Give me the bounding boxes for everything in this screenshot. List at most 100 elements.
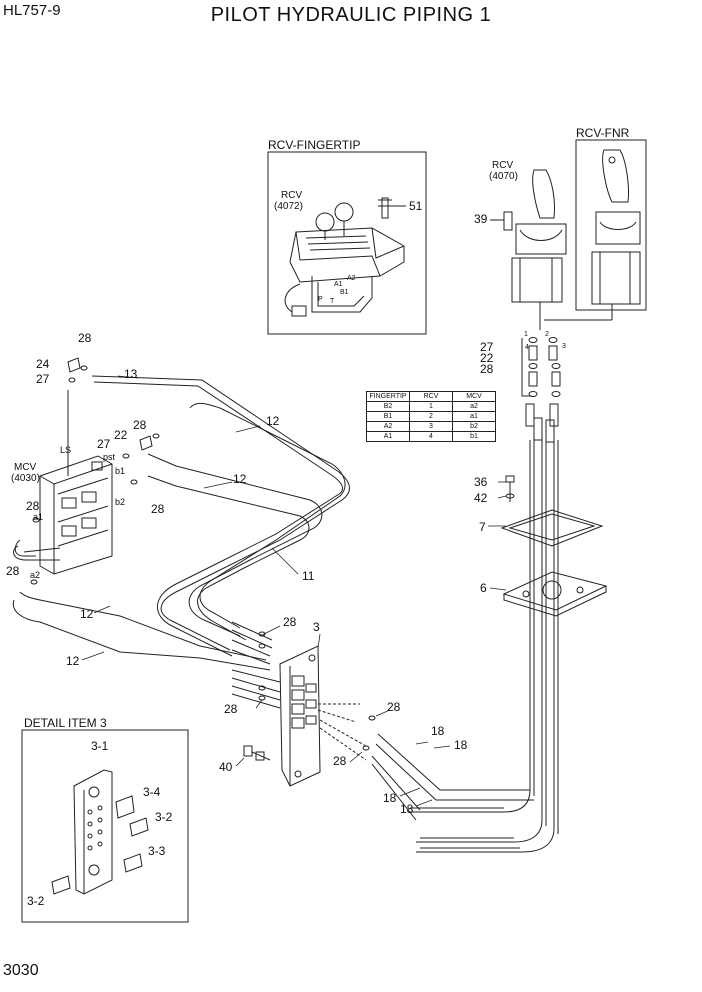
table-row: B1 2 a1 xyxy=(366,411,496,422)
rcv-fnr-lever xyxy=(544,149,641,321)
callout-3-2: 3-2 xyxy=(27,894,45,908)
port-ls: LS xyxy=(60,445,72,455)
rcv-fnr-box xyxy=(575,139,647,311)
callout-27: 27 xyxy=(97,437,111,451)
table-header: MCV xyxy=(452,391,496,402)
table-cell: b1 xyxy=(452,431,496,442)
port-b2: b2 xyxy=(115,497,126,507)
page-title: PILOT HYDRAULIC PIPING 1 xyxy=(210,4,492,26)
callout-28: 28 xyxy=(387,700,401,714)
table-cell: 3 xyxy=(409,421,453,432)
callout-3-1: 3-1 xyxy=(91,739,109,753)
rcv-lever-code: (4070) xyxy=(489,171,518,182)
rcv-fingertip-code: (4072) xyxy=(274,201,303,212)
callout-6: 6 xyxy=(480,581,487,595)
callout-3-3: 3-3 xyxy=(148,844,166,858)
callout-12: 12 xyxy=(66,654,80,668)
port-a2: a2 xyxy=(30,570,41,580)
callout-18: 18 xyxy=(383,791,397,805)
rcv-fingertip-label: RCV xyxy=(281,190,303,201)
mcv-valve-block xyxy=(39,390,113,575)
page-number: 3030 xyxy=(3,962,39,979)
bolt-40 xyxy=(243,745,271,761)
callout-51: 51 xyxy=(409,199,423,213)
hoses-upper xyxy=(91,375,350,657)
callout-28: 28 xyxy=(78,331,92,345)
port-1: 1 xyxy=(524,331,528,338)
detail-item-3-drawing xyxy=(51,769,149,895)
bracket-7 xyxy=(500,509,604,547)
callout-28: 28 xyxy=(6,564,20,578)
callout-36: 36 xyxy=(474,475,488,489)
mcv-label: MCV xyxy=(14,462,37,473)
table-cell: a1 xyxy=(452,411,496,422)
table-header-row: FINGERTIP RCV MCV xyxy=(366,391,496,402)
callout-28: 28 xyxy=(224,702,238,716)
port-2: 2 xyxy=(545,331,549,338)
callout-3: 3 xyxy=(313,620,320,634)
callout-42: 42 xyxy=(474,491,488,505)
port-a1: a1 xyxy=(33,512,44,522)
table-cell: 4 xyxy=(409,431,453,442)
callout-28: 28 xyxy=(333,754,347,768)
port-fp-p: P xyxy=(318,296,323,303)
table-header: FINGERTIP xyxy=(366,391,410,402)
rcv-fingertip-unit xyxy=(284,197,406,317)
callout-3-2: 3-2 xyxy=(155,810,173,824)
port-fp-a1: A1 xyxy=(334,281,343,288)
leader-lines xyxy=(81,375,507,807)
callout-39: 39 xyxy=(474,212,488,226)
rcv-lever-label: RCV xyxy=(492,160,514,171)
rcv-fittings xyxy=(521,337,561,443)
o-rings xyxy=(30,357,376,751)
table-row: A2 3 b2 xyxy=(366,421,496,432)
rcv-fingertip-title: RCV-FINGERTIP xyxy=(268,138,361,152)
port-fp-t: T xyxy=(330,298,335,305)
callout-40: 40 xyxy=(219,760,233,774)
table-cell: A1 xyxy=(366,431,410,442)
callout-28: 28 xyxy=(133,418,147,432)
callout-28: 28 xyxy=(151,502,165,516)
callout-18: 18 xyxy=(431,724,445,738)
callout-18: 18 xyxy=(454,738,468,752)
callout-27: 27 xyxy=(480,340,494,354)
port-mapping-table: FINGERTIP RCV MCV B2 1 a2 B1 2 a1 A2 3 b… xyxy=(366,391,496,442)
plate-6 xyxy=(502,571,608,617)
detail-item-3-box xyxy=(21,729,189,923)
table-cell: B2 xyxy=(366,401,410,412)
callout-13: 13 xyxy=(124,367,138,381)
table-cell: a2 xyxy=(452,401,496,412)
callout-12: 12 xyxy=(80,607,94,621)
rcv-fnr-title: RCV-FNR xyxy=(576,126,630,140)
callout-22: 22 xyxy=(480,351,494,365)
table-cell: 2 xyxy=(409,411,453,422)
callout-28: 28 xyxy=(26,499,40,513)
manifold-3 xyxy=(231,621,534,821)
mcv-code: (4030) xyxy=(11,473,40,484)
callout-27: 27 xyxy=(36,372,50,386)
table-cell: b2 xyxy=(452,421,496,432)
table-cell: 1 xyxy=(409,401,453,412)
port-fp-b1: B1 xyxy=(340,289,349,296)
model-code: HL757-9 xyxy=(3,2,61,19)
rcv-lever-unit xyxy=(490,169,567,330)
callout-18: 18 xyxy=(400,802,414,816)
table-header: RCV xyxy=(409,391,453,402)
port-fp-a2: A2 xyxy=(347,275,356,282)
callout-24: 24 xyxy=(36,357,50,371)
callout-11: 11 xyxy=(302,569,315,583)
hoses-12-lower xyxy=(12,539,271,671)
callout-12: 12 xyxy=(266,414,280,428)
callout-7: 7 xyxy=(479,520,486,534)
port-4: 4 xyxy=(525,344,529,351)
port-b1: b1 xyxy=(115,466,126,476)
callout-28: 28 xyxy=(283,615,297,629)
table-cell: B1 xyxy=(366,411,410,422)
port-3: 3 xyxy=(562,343,566,350)
detail-item-3-title: DETAIL ITEM 3 xyxy=(24,716,107,730)
callout-22: 22 xyxy=(114,428,128,442)
callout-3-4: 3-4 xyxy=(143,785,161,799)
callout-12: 12 xyxy=(233,472,247,486)
table-row: A1 4 b1 xyxy=(366,431,496,442)
